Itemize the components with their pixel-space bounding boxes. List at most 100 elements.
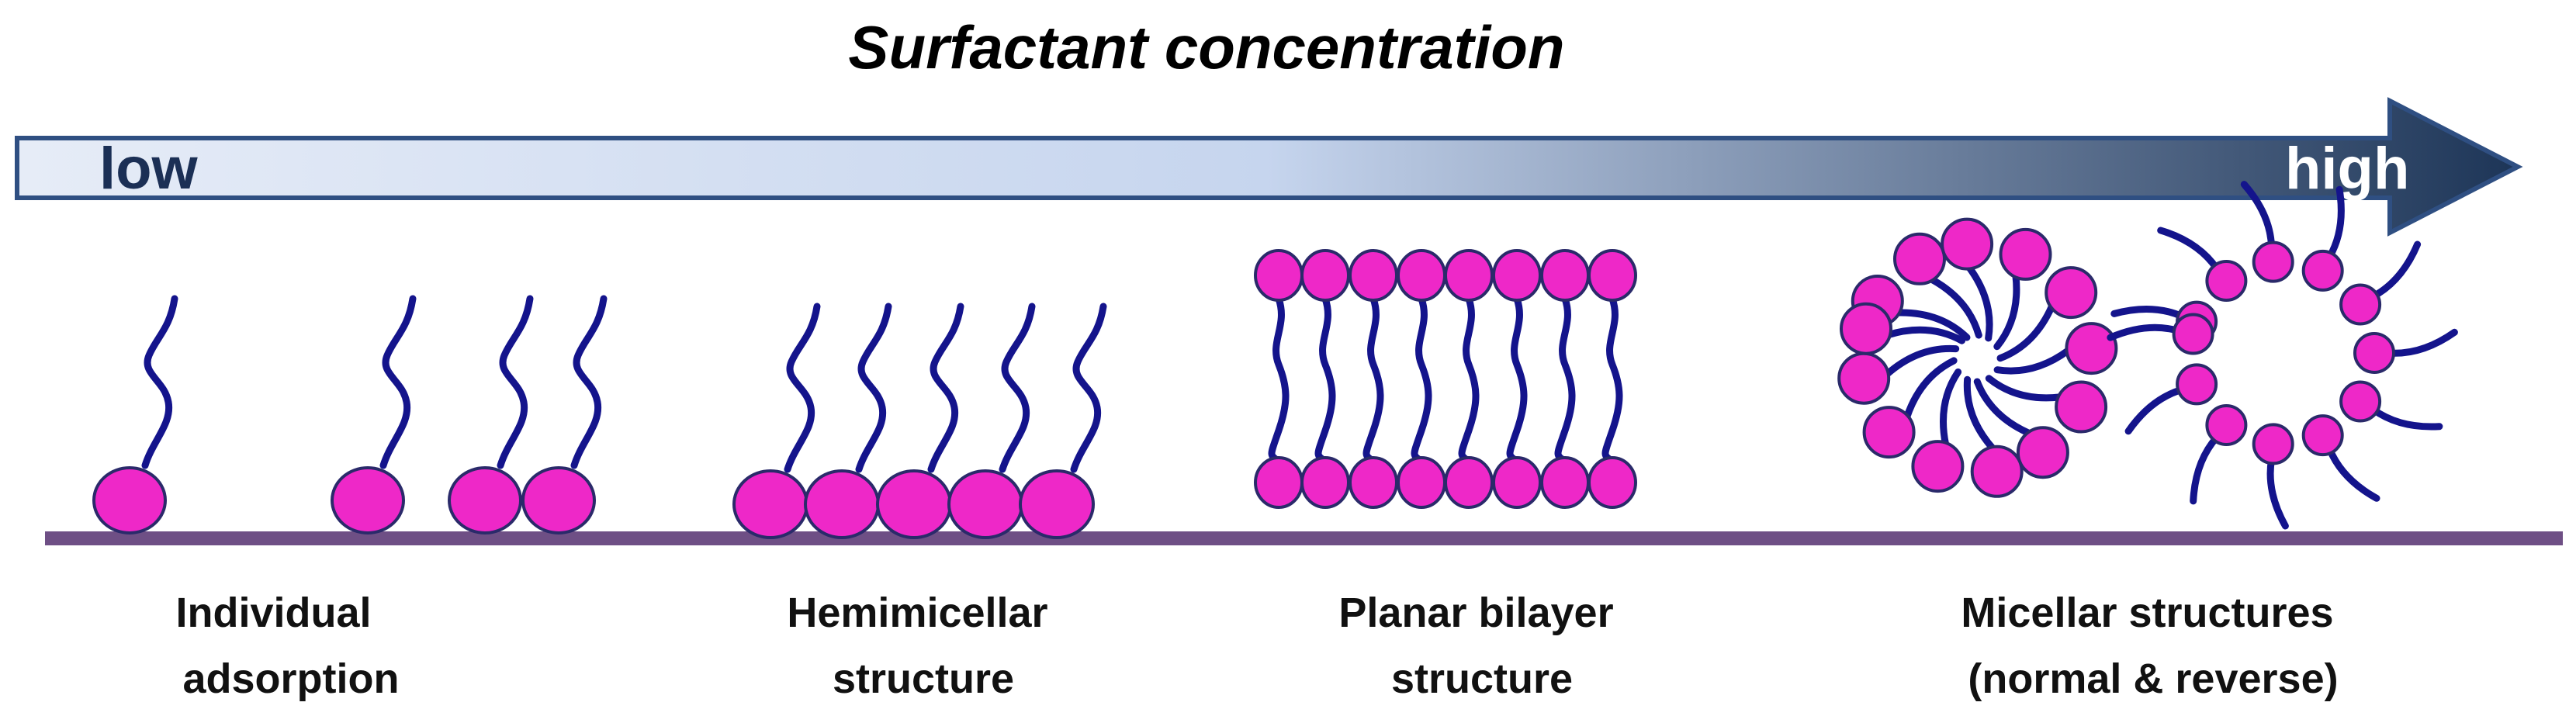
surfactant-head xyxy=(2252,240,2294,283)
arrow-label-high: high xyxy=(2285,136,2409,202)
arrow-body xyxy=(15,97,2523,237)
surfactant-tail xyxy=(497,295,534,469)
surfactant-tail xyxy=(1506,295,1528,465)
surfactant-head xyxy=(1254,456,1304,509)
surfactant-head xyxy=(92,466,167,534)
surfactant-head xyxy=(1254,249,1304,302)
surfactant-tail xyxy=(379,295,417,469)
planar-bilayer-illustration xyxy=(1254,249,1637,509)
surfactant-head xyxy=(521,466,596,534)
surfactant-head xyxy=(1941,217,1994,271)
surfactant-head xyxy=(1300,456,1350,509)
surfactant-tail xyxy=(1985,375,2064,402)
surfactant-tail xyxy=(1973,378,2034,438)
normal-micelle-illustration xyxy=(1837,217,2118,498)
surfactant-tail xyxy=(2326,185,2345,261)
surfactant-tail xyxy=(784,303,821,473)
surfactant-head xyxy=(2176,363,2218,406)
surfactant-head xyxy=(2016,426,2069,479)
surfactant-head xyxy=(1540,456,1590,509)
surfactant-tail xyxy=(1993,347,2072,375)
surfactant-head xyxy=(1397,249,1446,302)
surfactant-head xyxy=(1840,302,1892,355)
surfactant-head xyxy=(1540,249,1590,302)
caption-individual: Individual adsorption xyxy=(175,590,399,702)
surfactant-tail xyxy=(1927,275,1982,339)
surfactant-tail xyxy=(2370,240,2422,300)
surfactant-head xyxy=(1970,445,2024,498)
surfactant-head xyxy=(1492,249,1542,302)
surfactant-tail xyxy=(1903,357,1958,421)
surfactant-tail xyxy=(1993,272,2020,351)
surfactant-tail xyxy=(2107,323,2182,341)
surfactant-tail xyxy=(1411,295,1432,465)
surfactant-head xyxy=(2301,414,2344,457)
surfactant-head xyxy=(2301,249,2344,292)
caption-bilayer: Planar bilayer structure xyxy=(1338,590,1625,702)
surfactant-tail xyxy=(2110,306,2186,320)
surfactant-head xyxy=(1587,249,1637,302)
surfactant-tail xyxy=(1362,295,1384,465)
surfactant-tail xyxy=(1965,263,1993,342)
surfactant-tail xyxy=(2326,445,2380,502)
surfactant-tail xyxy=(570,295,608,469)
surfactant-head xyxy=(2065,322,2118,375)
surfactant-head xyxy=(1862,406,1916,459)
surfactant-head xyxy=(1444,249,1494,302)
surfactant-tail xyxy=(1314,295,1336,465)
surfactant-head xyxy=(1837,351,1891,405)
surfactant-head xyxy=(1893,232,1946,285)
surfactant-head xyxy=(2055,380,2108,434)
surfactant-head xyxy=(2339,380,2382,423)
surfactant-tail xyxy=(2386,328,2458,357)
surfactant-head xyxy=(2045,266,2098,320)
surfactant-tail xyxy=(855,303,892,473)
caption-micellar: Micellar structures (normal & reverse) xyxy=(1961,590,2345,702)
surfactant-tail xyxy=(1885,326,1965,344)
surfactant-head xyxy=(1300,249,1350,302)
surfactant-head xyxy=(1349,249,1398,302)
surfactant-head xyxy=(2172,313,2214,355)
surfactant-head xyxy=(2205,404,2248,446)
surfactant-head xyxy=(876,469,952,539)
surfactant-head xyxy=(1492,456,1542,509)
reverse-micelle-illustration xyxy=(2107,181,2458,530)
surfactant-tail xyxy=(927,303,964,473)
surfactant-tail xyxy=(2124,386,2186,435)
surfactant-tail xyxy=(1894,309,1971,341)
surfactant-tail xyxy=(1996,302,2056,362)
surfactant-head xyxy=(2339,283,2382,326)
surfactant-head xyxy=(2353,332,2395,374)
surfactant-tail xyxy=(1883,344,1960,378)
surfactant-head xyxy=(1019,469,1095,539)
surfactant-tail xyxy=(1458,295,1480,465)
surfactant-head xyxy=(1999,227,2052,281)
arrow-label-low: low xyxy=(99,136,199,202)
surfactant-head xyxy=(1444,456,1494,509)
surfactant-tail xyxy=(2190,434,2221,505)
surfactant-head xyxy=(331,466,405,534)
surfactant-head xyxy=(1397,456,1446,509)
surfactant-tail xyxy=(2157,227,2221,272)
surfactant-tail xyxy=(1070,303,1107,473)
surfactant-tail xyxy=(141,295,178,469)
surfactant-tail xyxy=(2240,181,2276,251)
surfactant-head xyxy=(1587,456,1637,509)
surfactant-head xyxy=(448,466,522,534)
surfactant-head xyxy=(1349,456,1398,509)
concentration-arrow: low high xyxy=(15,97,2523,237)
surfactant-head xyxy=(2252,423,2294,465)
surfactant-head xyxy=(804,469,880,539)
surfactant-tail xyxy=(999,303,1036,473)
individual-adsorption-illustration xyxy=(92,295,608,534)
surfactant-tail xyxy=(1268,295,1290,465)
surfactant-tail xyxy=(1963,375,1996,452)
caption-hemimicellar: Hemimicellar structure xyxy=(787,590,1059,702)
hemimicellar-illustration xyxy=(732,303,1107,539)
surfactant-tail xyxy=(1940,368,1962,448)
surfactant-tail xyxy=(2370,406,2443,431)
surface-line xyxy=(45,531,2563,545)
surfactant-tail xyxy=(1601,295,1623,465)
diagram-title: Surfactant concentration xyxy=(848,13,1564,81)
